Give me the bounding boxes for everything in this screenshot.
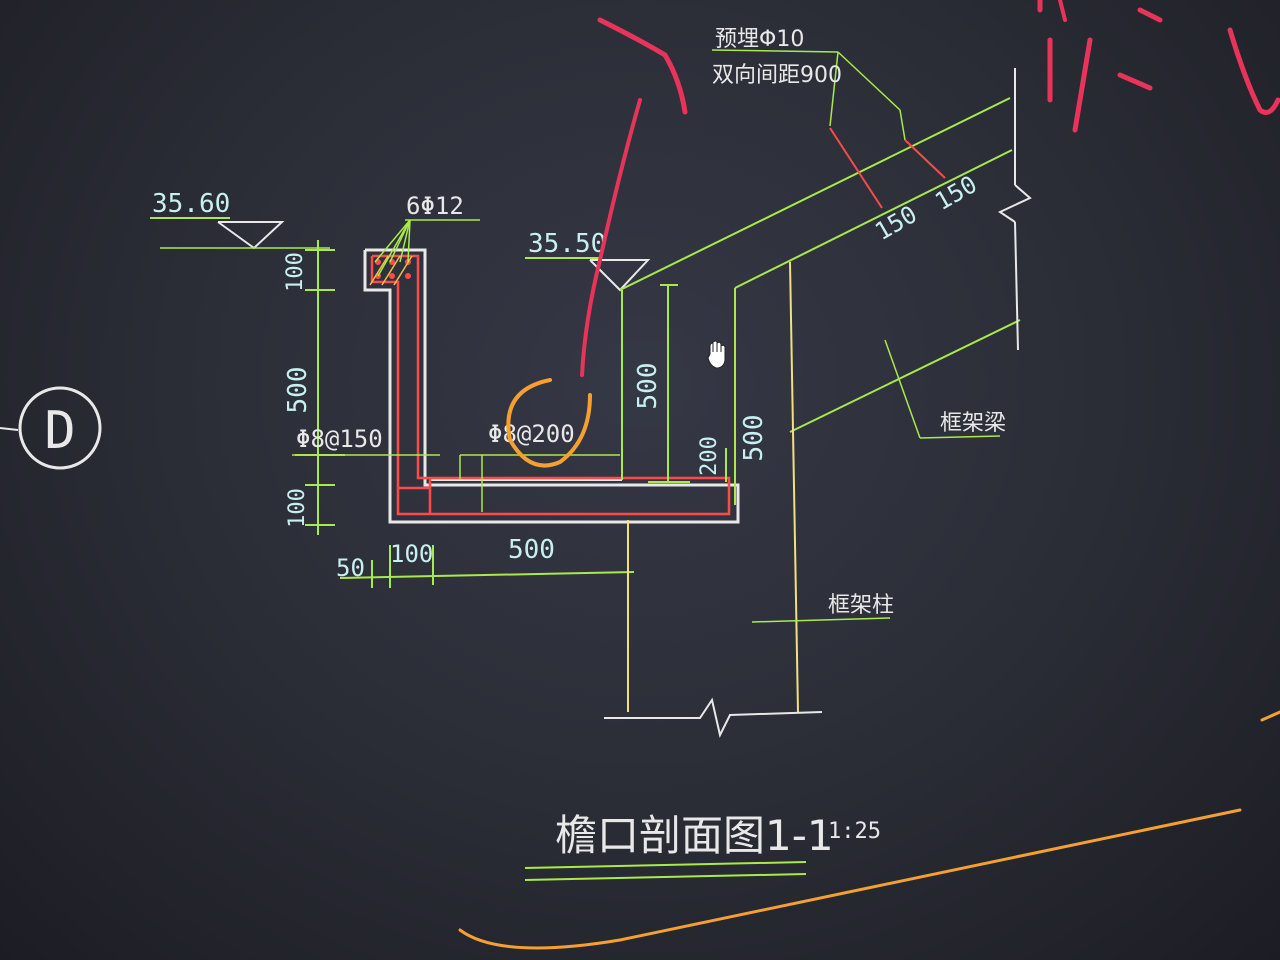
elevation-left-text: 35.60 <box>152 189 230 219</box>
break-line <box>604 697 823 738</box>
dim-slope-150b: 150 <box>930 170 982 216</box>
frame-beam-label: 框架梁 <box>940 411 1006 436</box>
elevation-marker-left: 35.60 <box>150 189 330 250</box>
dim-inner-200: 200 <box>697 436 722 476</box>
elevation-right-text: 35.50 <box>528 229 606 259</box>
rebar-cage <box>370 254 731 516</box>
axis-label: D <box>44 401 75 461</box>
dim-right-500: 500 <box>739 415 769 462</box>
dim-v-mid: 500 <box>283 367 313 414</box>
dim-v-bot: 100 <box>285 488 310 528</box>
horizontal-dimension-chain <box>339 520 635 588</box>
frame-column-label: 框架柱 <box>828 593 894 618</box>
drawing-scale: 1:25 <box>828 819 881 844</box>
drawing-title: 檐口剖面图1-1 <box>555 811 834 860</box>
vertical-dimension-chain <box>295 240 345 535</box>
top-bar-label: 6Φ12 <box>406 192 464 220</box>
frame-column <box>627 261 799 713</box>
embedded-line2: 双向间距900 <box>712 63 842 88</box>
dim-h-100: 100 <box>390 540 433 568</box>
gutter-outline <box>363 248 740 524</box>
inner-dimensions <box>621 284 727 483</box>
hand-cursor-icon <box>707 340 726 369</box>
dim-h-50: 50 <box>336 554 365 582</box>
drawing-title-block: 檐口剖面图1-1 1:25 <box>524 811 881 881</box>
dim-slope-150a: 150 <box>870 200 922 246</box>
top-bar-hatch <box>369 255 413 286</box>
top-bar-leader <box>374 219 480 277</box>
bottom-bar-leader <box>459 454 620 512</box>
frame-beam-leader <box>884 339 1001 439</box>
elevation-marker-right: 35.50 <box>525 229 651 292</box>
embedded-leader <box>711 49 906 141</box>
slope-dimension-lines <box>829 127 946 209</box>
dim-inner-500: 500 <box>633 363 663 410</box>
handwritten-annotations <box>458 0 1280 950</box>
dim-h-500: 500 <box>508 535 555 565</box>
wall-stirrup-label: Φ8@150 <box>296 425 383 453</box>
embedded-line1: 预埋Φ10 <box>715 27 804 52</box>
roof-slab <box>619 97 1021 505</box>
wall-edge <box>997 68 1032 351</box>
axis-bubble: D <box>0 386 102 470</box>
dim-v-top: 100 <box>283 252 308 292</box>
bottom-bar-label: Φ8@200 <box>488 420 575 448</box>
